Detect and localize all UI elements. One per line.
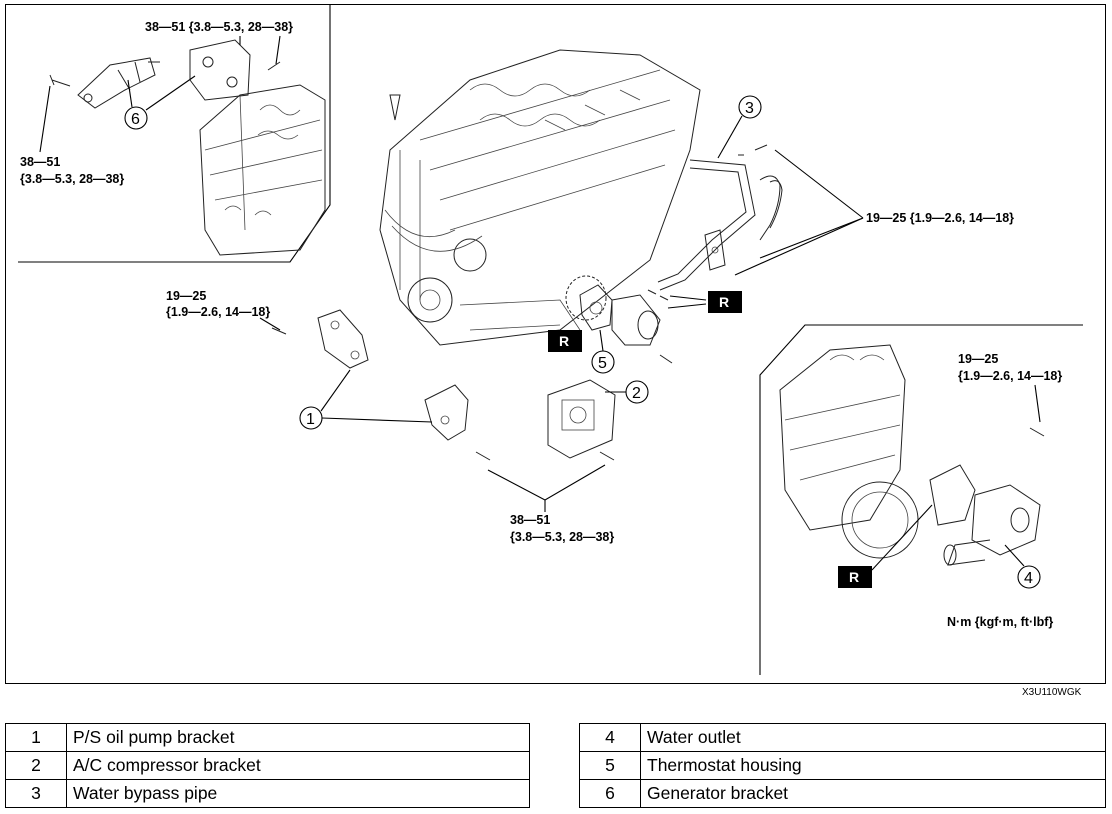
legend-row: 4 Water outlet [579, 723, 1106, 752]
water-bypass-pipe-part [647, 144, 783, 301]
legend-row: 2 A/C compressor bracket [5, 751, 530, 780]
replace-mark-outlet: R [849, 569, 859, 585]
thermostat-bolt [659, 354, 673, 364]
legend-row: 5 Thermostat housing [579, 751, 1106, 780]
figure-frame [5, 4, 1106, 684]
callout-6: 6 [131, 111, 140, 128]
legend-part-name: A/C compressor bracket [66, 751, 530, 780]
legend-table-right: 4 Water outlet 5 Thermostat housing 6 Ge… [579, 723, 1106, 808]
legend-part-name: Thermostat housing [640, 751, 1106, 780]
replace-badge-pipe [708, 291, 742, 313]
callout-2: 2 [632, 385, 641, 402]
generator-inset: 38—51 {3.8—5.3, 28—38} 38—51 {3.8—5.3, 2… [18, 4, 331, 263]
torque-label-bracket-1: 38—51 [510, 513, 550, 527]
legend-row: 3 Water bypass pipe [5, 779, 530, 808]
inset-engine-sketch [199, 84, 326, 256]
torque-label-generator-left-2: {3.8—5.3, 28—38} [20, 172, 124, 186]
callout-4: 4 [1024, 570, 1033, 587]
callout-1: 1 [306, 411, 315, 428]
legend-table-left: 1 P/S oil pump bracket 2 A/C compressor … [5, 723, 530, 808]
inset-engine-sketch-2 [779, 344, 919, 559]
legend-row: 1 P/S oil pump bracket [5, 723, 530, 752]
callout-5: 5 [598, 355, 607, 372]
legend-number: 1 [5, 723, 67, 752]
torque-label-outlet-2: {1.9—2.6, 14—18} [958, 369, 1062, 383]
water-outlet-inset: 19—25 {1.9—2.6, 14—18} 4 R N·m {kgf·m, f… [759, 324, 1083, 675]
figure-code: X3U110WGK [1022, 687, 1082, 698]
legend-number: 3 [5, 779, 67, 808]
replace-mark-thermostat: R [559, 333, 569, 349]
torque-label-bypass-pipe: 19—25 {1.9—2.6, 14—18} [866, 211, 1014, 225]
torque-label-ps-2: {1.9—2.6, 14—18} [166, 305, 270, 319]
legend-number: 4 [579, 723, 641, 752]
units-note: N·m {kgf·m, ft·lbf} [947, 615, 1053, 629]
legend-row: 6 Generator bracket [579, 779, 1106, 808]
torque-label-bracket-2: {3.8—5.3, 28—38} [510, 530, 614, 544]
engine-sketch [379, 49, 701, 346]
replace-badge-thermostat [548, 330, 582, 352]
torque-label-generator-top: 38—51 {3.8—5.3, 28—38} [145, 20, 293, 34]
legend-part-name: Water outlet [640, 723, 1106, 752]
torque-label-ps-1: 19—25 [166, 289, 206, 303]
generator-bracket-part [49, 39, 281, 109]
exploded-diagram: 38—51 {3.8—5.3, 28—38} 38—51 {3.8—5.3, 2… [18, 4, 1083, 675]
torque-label-outlet-1: 19—25 [958, 352, 998, 366]
legend-number: 5 [579, 751, 641, 780]
replace-mark-pipe: R [719, 294, 729, 310]
ps-oil-pump-bracket-part [271, 309, 491, 461]
thermostat-housing-part [565, 275, 661, 346]
ac-compressor-bracket-part [547, 379, 616, 461]
legend-part-name: Water bypass pipe [66, 779, 530, 808]
callout-3: 3 [745, 100, 754, 117]
legend-part-name: Generator bracket [640, 779, 1106, 808]
replace-badge-outlet [838, 566, 872, 588]
torque-label-generator-left-1: 38—51 [20, 155, 60, 169]
legend-number: 2 [5, 751, 67, 780]
legend-number: 6 [579, 779, 641, 808]
water-outlet-part [929, 427, 1045, 566]
legend-part-name: P/S oil pump bracket [66, 723, 530, 752]
